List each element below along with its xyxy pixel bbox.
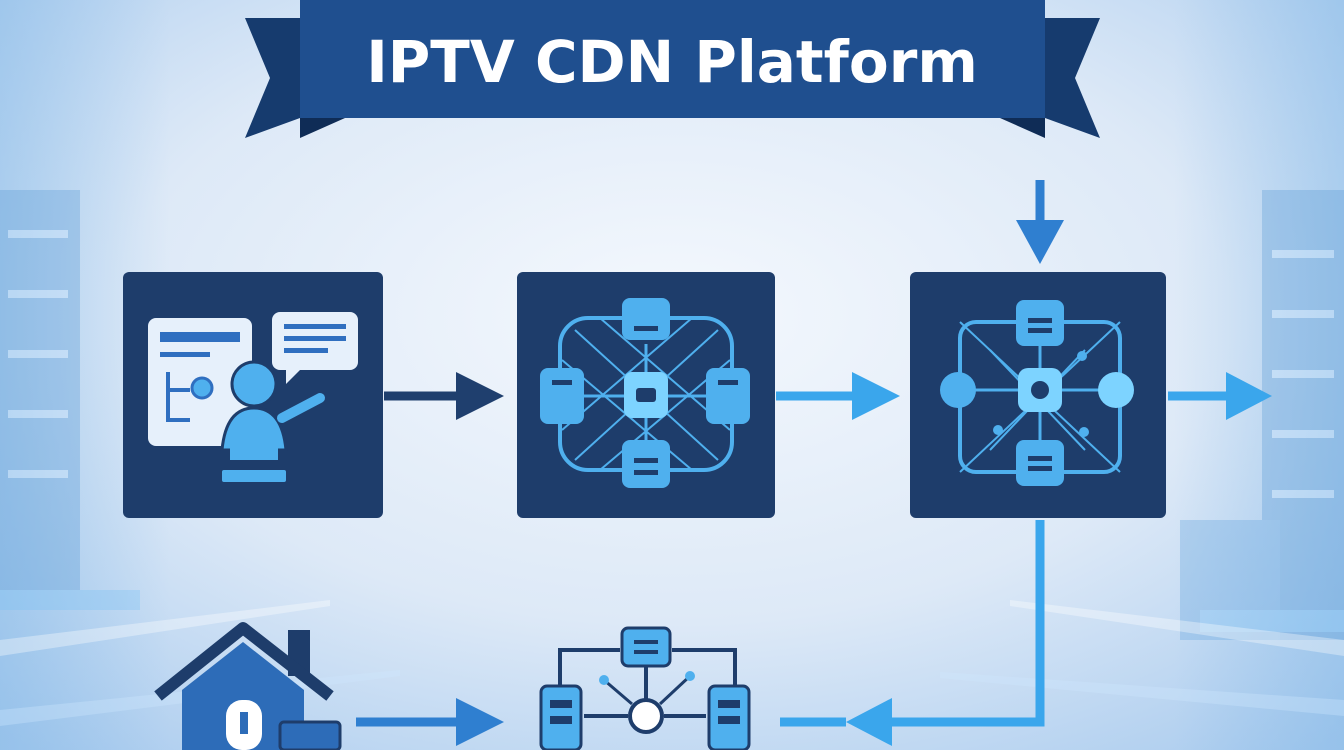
presenter-screen-icon [148,312,358,482]
connections [356,180,1272,746]
server-rack-right-decoration [1180,190,1344,640]
node-source [123,272,383,518]
arrow-head [846,698,892,746]
node-access [539,626,751,750]
page-title: IPTV CDN Platform [366,28,978,96]
banner-left-ribbon [245,18,300,138]
node-central-hub [517,272,775,518]
distribution-network-icon [539,626,751,750]
title-banner: IPTV CDN Platform [245,0,1100,138]
edge-server-nodes [940,300,1134,486]
arrow-head [1016,220,1064,264]
arrow-head [1226,372,1272,420]
arrow-head [456,698,504,746]
banner-body [300,0,1045,118]
node-edge [910,272,1166,518]
node-home [154,622,342,750]
arrow-edge-to-access [886,520,1045,727]
house-icon [154,622,342,750]
hub-server-nodes [540,298,750,488]
arrow-head [456,372,504,420]
server-rack-left-decoration [0,190,140,610]
banner-right-ribbon [1045,18,1100,138]
arrow-head [852,372,900,420]
